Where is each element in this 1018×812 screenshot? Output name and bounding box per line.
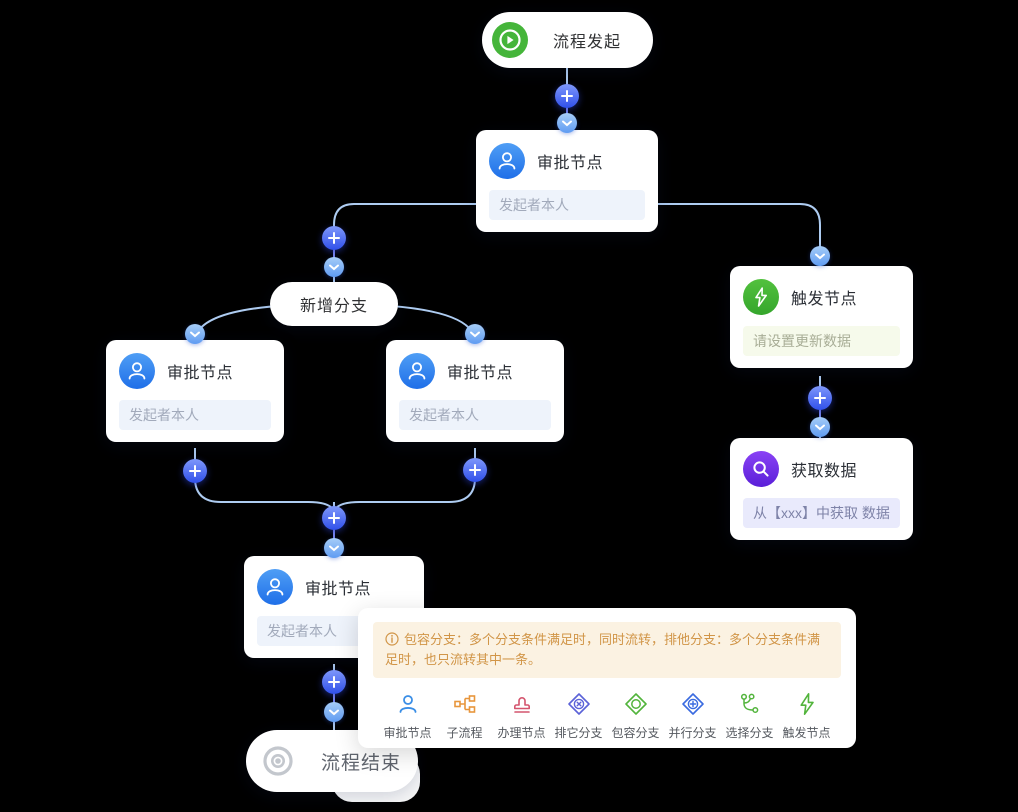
chevron-down-icon	[557, 113, 577, 133]
palette-item-label: 选择分支	[725, 726, 774, 740]
search-icon	[743, 451, 779, 487]
stop-circle-icon	[263, 746, 293, 776]
user-icon	[119, 353, 155, 389]
add-node-button[interactable]	[555, 84, 579, 108]
approval-node-top[interactable]: 审批节点 发起者本人	[476, 130, 658, 232]
data-source-field[interactable]: 从【xxx】中获取 数据	[743, 498, 900, 528]
choice-branch-icon	[740, 693, 758, 714]
lightning-icon	[743, 279, 779, 315]
approval-node-mid[interactable]: 审批节点 发起者本人	[386, 340, 564, 442]
add-node-button[interactable]	[183, 459, 207, 483]
palette-item-inclusive-branch[interactable]: 包容分支	[607, 691, 664, 741]
chevron-down-icon	[324, 538, 344, 558]
add-node-button[interactable]	[322, 670, 346, 694]
node-title: 获取数据	[791, 463, 858, 480]
stamp-icon	[513, 697, 530, 713]
plus-icon	[328, 232, 340, 244]
add-node-button[interactable]	[322, 506, 346, 530]
plus-icon	[328, 512, 340, 524]
start-node[interactable]: 流程发起	[482, 12, 653, 68]
add-node-button[interactable]	[808, 386, 832, 410]
trigger-node[interactable]: 触发节点 请设置更新数据	[730, 266, 913, 368]
node-title: 审批节点	[447, 365, 514, 382]
branch-tooltip: 包容分支：多个分支条件满足时，同时流转，排他分支：多个分支条件满足时，也只流转其…	[373, 622, 841, 678]
add-node-button[interactable]	[463, 458, 487, 482]
plus-icon	[189, 465, 201, 477]
chevron-down-icon	[465, 324, 485, 344]
palette-item-label: 触发节点	[782, 726, 831, 740]
plus-icon	[328, 676, 340, 688]
palette-item-choice-branch[interactable]: 选择分支	[721, 691, 778, 741]
approval-node-left[interactable]: 审批节点 发起者本人	[106, 340, 284, 442]
subprocess-icon	[453, 695, 475, 713]
palette-item-subprocess[interactable]: 子流程	[436, 691, 493, 741]
parallel-branch-icon	[681, 693, 704, 715]
play-circle-icon	[492, 22, 528, 58]
palette-item-label: 子流程	[446, 726, 483, 740]
user-icon	[399, 695, 416, 713]
add-node-button[interactable]	[322, 226, 346, 250]
add-branch-label: 新增分支	[299, 298, 368, 315]
plus-icon	[814, 392, 826, 404]
info-icon	[385, 632, 399, 646]
chevron-down-icon	[810, 417, 830, 437]
palette-item-label: 审批节点	[383, 726, 432, 740]
node-title: 审批节点	[305, 581, 372, 598]
node-title: 审批节点	[167, 365, 234, 382]
node-title: 审批节点	[537, 155, 604, 172]
palette-item-label: 排它分支	[554, 726, 603, 740]
node-title: 触发节点	[791, 291, 858, 308]
inclusive-branch-icon	[624, 693, 647, 715]
user-icon	[257, 569, 293, 605]
palette-item-label: 并行分支	[668, 726, 717, 740]
plus-icon	[469, 464, 481, 476]
chevron-down-icon	[185, 324, 205, 344]
palette-item-task[interactable]: 办理节点	[493, 691, 550, 741]
get-data-node[interactable]: 获取数据 从【xxx】中获取 数据	[730, 438, 913, 540]
palette-item-approval[interactable]: 审批节点	[379, 691, 436, 741]
assignee-field[interactable]: 发起者本人	[399, 400, 551, 430]
assignee-field[interactable]: 发起者本人	[119, 400, 271, 430]
plus-icon	[561, 90, 573, 102]
assignee-field[interactable]: 发起者本人	[489, 190, 645, 220]
palette-item-label: 办理节点	[497, 726, 546, 740]
node-palette-panel: 包容分支：多个分支条件满足时，同时流转，排他分支：多个分支条件满足时，也只流转其…	[358, 608, 856, 748]
chevron-down-icon	[324, 257, 344, 277]
start-node-label: 流程发起	[553, 34, 622, 51]
palette-item-exclusive-branch[interactable]: 排它分支	[550, 691, 607, 741]
palette-item-label: 包容分支	[611, 726, 660, 740]
trigger-config-field[interactable]: 请设置更新数据	[743, 326, 900, 356]
user-icon	[489, 143, 525, 179]
end-node-label: 流程结束	[321, 752, 402, 774]
exclusive-branch-icon	[567, 693, 590, 715]
lightning-icon	[799, 693, 814, 715]
chevron-down-icon	[324, 702, 344, 722]
palette-item-trigger[interactable]: 触发节点	[778, 691, 835, 741]
branch-tooltip-text: 包容分支：多个分支条件满足时，同时流转，排他分支：多个分支条件满足时，也只流转其…	[385, 632, 821, 667]
add-branch-pill[interactable]: 新增分支	[270, 282, 398, 326]
palette-item-parallel-branch[interactable]: 并行分支	[664, 691, 721, 741]
user-icon	[399, 353, 435, 389]
chevron-down-icon	[810, 246, 830, 266]
